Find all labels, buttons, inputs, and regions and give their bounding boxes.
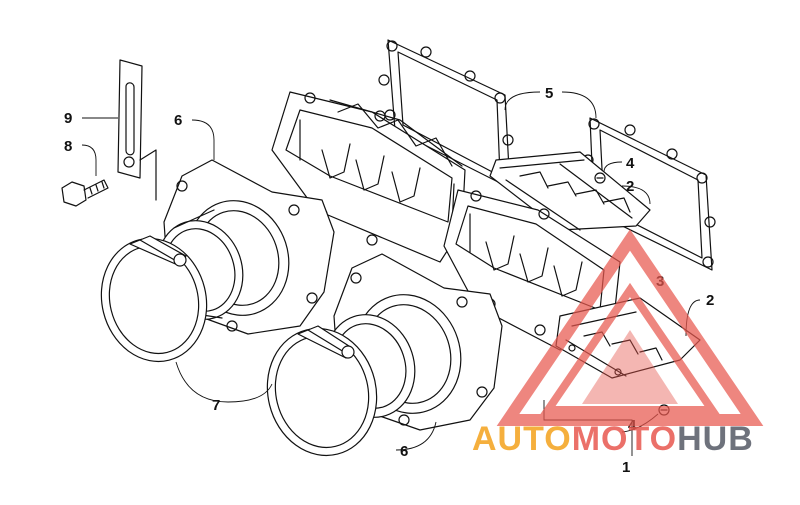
callout-9: 9	[64, 110, 72, 127]
reed-petals-upper	[489, 151, 651, 231]
callout-2-lower: 2	[706, 292, 714, 309]
callout-1: 1	[622, 459, 630, 476]
watermark-hub: HUB	[677, 420, 754, 458]
callout-5: 5	[545, 85, 553, 102]
watermark-auto: AUTO	[472, 420, 572, 458]
watermark-text: AUTOMOTOHUB	[472, 420, 754, 458]
screw-upper	[594, 172, 606, 184]
hex-bolt	[61, 179, 109, 207]
callout-6-lower: 6	[400, 443, 408, 460]
watermark-moto: MOTO	[572, 420, 677, 458]
hose-clamp-upper	[100, 235, 208, 363]
callout-4-upper: 4	[626, 155, 635, 172]
callout-8: 8	[64, 138, 72, 155]
watermark-logo	[496, 229, 764, 426]
callout-2-upper: 2	[626, 178, 634, 195]
mounting-bracket	[117, 59, 157, 201]
hose-clamp-lower	[266, 325, 378, 457]
callout-6-upper: 6	[174, 112, 182, 129]
svg-text:AUTOMOTOHUB: AUTOMOTOHUB	[472, 420, 754, 458]
callout-7: 7	[212, 397, 220, 414]
